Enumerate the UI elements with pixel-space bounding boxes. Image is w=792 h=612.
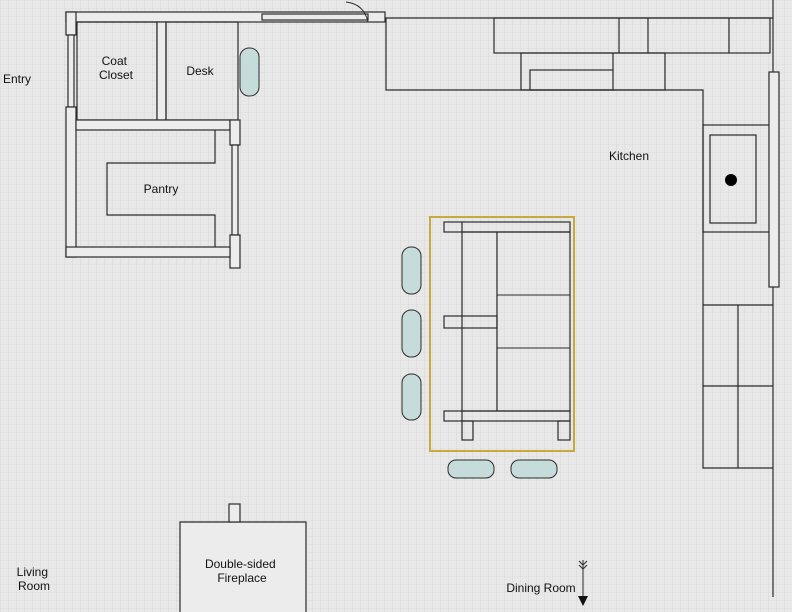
kitchen-counters — [385, 0, 780, 597]
closet-pantry-block — [65, 1, 386, 269]
island-stool-left-1 — [401, 246, 422, 295]
label-dining-room: Dining Room — [506, 581, 575, 595]
pantry-bottom-wall — [65, 246, 231, 258]
island-middle-bar — [443, 315, 498, 329]
room-labels: Entry Coat Closet Desk Pantry Kitchen Do… — [3, 54, 649, 595]
label-fireplace: Double-sided Fireplace — [205, 557, 279, 585]
desk-stool — [239, 47, 260, 97]
kitchen-island — [401, 216, 575, 479]
pantry-window — [231, 144, 239, 236]
label-entry: Entry — [3, 72, 31, 86]
island-highlight-outline — [429, 216, 575, 452]
entry-window — [67, 34, 75, 108]
left-wall-upper — [65, 11, 77, 36]
pantry-right-post-lower — [229, 234, 241, 269]
arrow-chevron-2 — [578, 564, 588, 570]
left-wall-lower — [65, 106, 77, 258]
range-cooktop — [529, 69, 614, 91]
pantry-right-post-upper — [229, 119, 241, 146]
island-stool-left-2 — [401, 309, 422, 358]
island-stool-bottom-2 — [510, 459, 558, 479]
label-coat-closet: Coat Closet — [99, 54, 134, 82]
fireplace-chimney — [228, 503, 241, 523]
island-leg-left — [461, 420, 474, 441]
fireplace-outline — [179, 521, 307, 612]
label-living-room: Living Room — [17, 565, 52, 593]
label-kitchen: Kitchen — [609, 149, 649, 163]
arrow-head — [578, 596, 588, 606]
label-coat-closet-line-2: Closet — [99, 68, 134, 82]
kitchen-counter-outline — [385, 18, 773, 469]
label-fireplace-line-2: Fireplace — [217, 571, 267, 585]
label-living-room-line-2: Room — [18, 579, 50, 593]
sink-basin — [709, 134, 757, 224]
kitchen-window — [768, 71, 780, 288]
label-pantry: Pantry — [144, 182, 179, 196]
fireplace — [179, 503, 307, 612]
door-swing-arc — [345, 1, 369, 23]
label-coat-closet-line-1: Coat — [102, 54, 128, 68]
label-desk: Desk — [186, 64, 214, 78]
top-wall-opening — [261, 13, 369, 21]
island-leg-right — [557, 420, 571, 441]
island-bottom-bar — [443, 410, 571, 422]
arrow-chevron-1 — [578, 560, 588, 566]
closet-desk-divider-wall — [156, 21, 167, 121]
island-stool-left-3 — [401, 373, 422, 421]
pantry-top-wall — [75, 119, 231, 131]
island-stool-bottom-1 — [447, 459, 495, 479]
label-living-room-line-1: Living — [17, 565, 48, 579]
label-fireplace-line-1: Double-sided — [205, 557, 276, 571]
dining-direction-arrow-icon — [578, 560, 588, 606]
sink-drain-icon — [725, 174, 737, 186]
pantry-shelves — [106, 130, 216, 247]
